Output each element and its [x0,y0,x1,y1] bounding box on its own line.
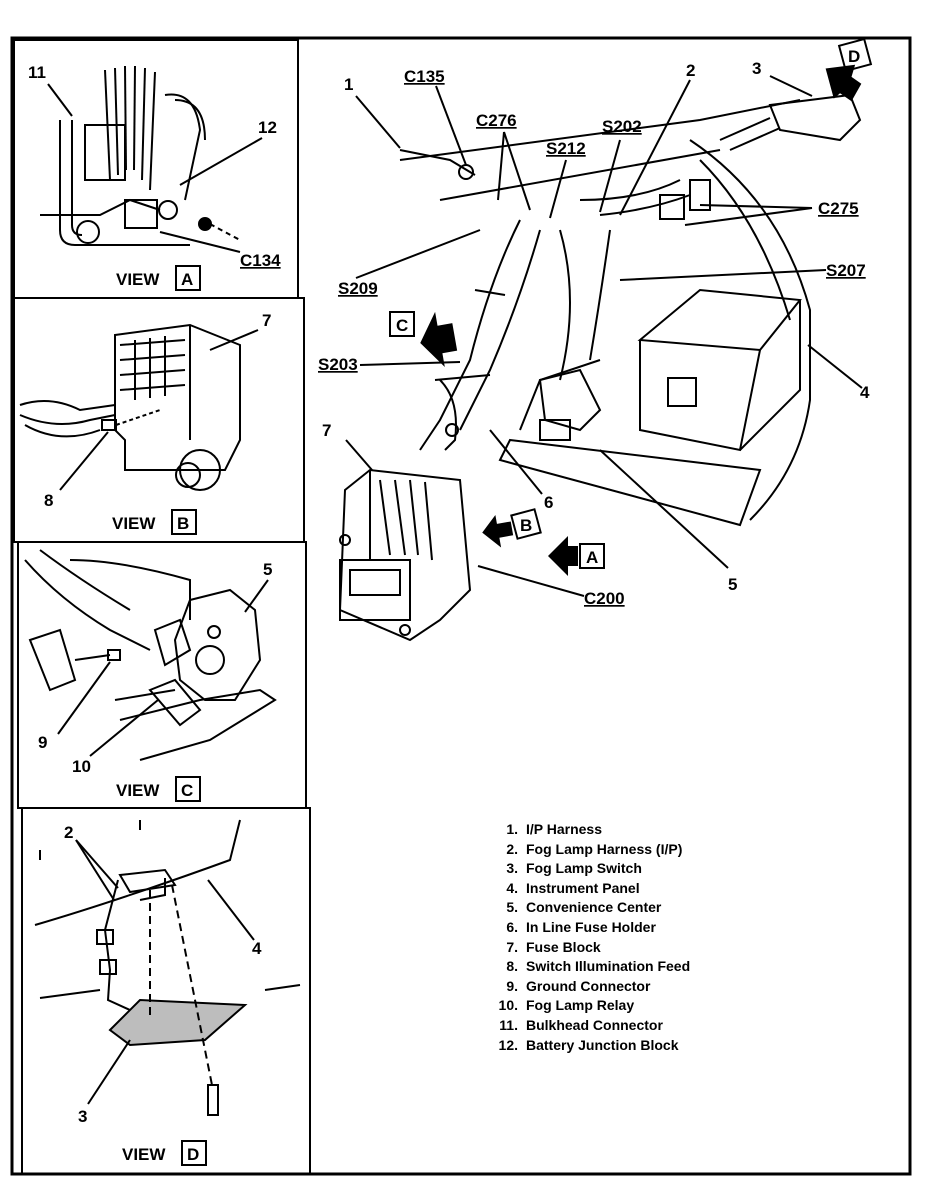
view-a-box [175,265,201,291]
legend-text: Convenience Center [526,899,662,916]
view-c-letter: C [181,781,193,800]
connector-c275: C275 [818,199,859,218]
arrow-d-letter: D [848,47,860,66]
view-c-leaders [57,579,269,757]
view-b-leaders [59,329,259,491]
legend-number: 8. [506,958,518,975]
legend-item: 1. I/P Harness [494,820,854,840]
legend-text: Fog Lamp Switch [526,860,642,877]
view-b-panel [13,297,305,543]
view-c-drawing [24,549,277,761]
legend-number: 2. [506,840,518,857]
view-d-box [181,1140,207,1166]
legend-number: 10. [498,997,518,1014]
legend-item: 2. Fog Lamp Harness (I/P) [494,840,854,860]
callout-7-main: 7 [322,421,331,440]
splice-s202: S202 [602,117,642,136]
splice-s207: S207 [826,261,866,280]
callout-8: 8 [44,491,53,510]
arrow-c [389,311,458,368]
legend-text: Ground Connector [526,977,651,994]
view-d-panel [21,807,311,1175]
view-b-title: VIEW [112,514,156,533]
legend-number: 12. [498,1036,518,1053]
main-leaders [345,75,863,597]
view-c-title: VIEW [116,781,160,800]
callout-4-view-d: 4 [252,939,262,958]
legend-text: Battery Junction Block [526,1036,679,1053]
view-b-box [171,509,197,535]
callout-11: 11 [28,63,46,82]
legend-item: 10. Fog Lamp Relay [494,996,854,1016]
callout-4-main: 4 [860,383,870,402]
legend-item: 11. Bulkhead Connector [494,1016,854,1036]
view-d-drawing [34,819,301,1116]
view-c-box [175,776,201,802]
callout-3-main: 3 [752,59,761,78]
legend-item: 3. Fog Lamp Switch [494,859,854,879]
arrow-c-letter: C [396,316,408,335]
callout-12: 12 [258,118,277,137]
view-d-title: VIEW [122,1145,166,1164]
legend-number: 4. [506,879,518,896]
arrow-a-letter: A [586,548,598,567]
legend-number: 1. [506,821,518,837]
legend-item: 4. Instrument Panel [494,879,854,899]
view-a-drawing [40,65,241,246]
legend-text: Switch Illumination Feed [526,958,691,975]
callout-5-view-c: 5 [263,560,272,579]
callout-10: 10 [72,757,91,776]
legend-number: 7. [506,938,518,955]
callout-9: 9 [38,733,47,752]
legend-text: Bulkhead Connector [526,1016,663,1033]
view-d-letter: D [187,1145,199,1164]
splice-s209: S209 [338,279,378,298]
callout-5-main: 5 [728,575,737,594]
connector-c134: C134 [240,251,281,270]
callout-1-main: 1 [344,75,353,94]
legend-number: 6. [506,918,518,935]
legend-item: 12. Battery Junction Block [494,1036,854,1056]
callout-3-view-d: 3 [78,1107,87,1126]
legend-text: Fuse Block [526,938,601,955]
view-d-leaders [75,839,255,1105]
splice-s203: S203 [318,355,358,374]
arrow-b [482,508,542,548]
legend-text: In Line Fuse Holder [526,918,656,935]
view-a-leaders [47,83,263,253]
legend-item: 5. Convenience Center [494,898,854,918]
callout-6-main: 6 [544,493,553,512]
legend-item: 6. In Line Fuse Holder [494,918,854,938]
view-a-title: VIEW [116,270,160,289]
legend-number: 5. [506,899,518,916]
arrow-a [548,536,605,576]
connector-c135: C135 [404,67,445,86]
view-a-letter: A [181,270,193,289]
legend-text: I/P Harness [526,821,603,837]
legend-item: 9. Ground Connector [494,977,854,997]
callout-2-view-d: 2 [64,823,73,842]
legend-item: 8. Switch Illumination Feed [494,957,854,977]
legend-number: 3. [506,860,518,877]
view-b-drawing [19,323,241,491]
callout-2-main: 2 [686,61,695,80]
legend-item: 7. Fuse Block [494,938,854,958]
legend-text: Fog Lamp Harness (I/P) [526,840,683,857]
arrow-b-letter: B [520,516,532,535]
legend-number: 11. [499,1016,518,1033]
view-c-panel [17,541,307,809]
component-legend: 1. I/P Harness 2. Fog Lamp Harness (I/P) 3. F… [494,820,854,1055]
view-b-letter: B [177,514,189,533]
connector-c276: C276 [476,111,517,130]
legend-number: 9. [506,977,518,994]
splice-s212: S212 [546,139,586,158]
outer-frame [10,36,912,1176]
legend-text: Instrument Panel [526,879,640,896]
arrow-d [825,37,873,102]
legend-text: Fog Lamp Relay [526,997,635,1014]
callout-7-view-b: 7 [262,311,271,330]
main-drawing [338,93,862,642]
connector-c200: C200 [584,589,625,608]
